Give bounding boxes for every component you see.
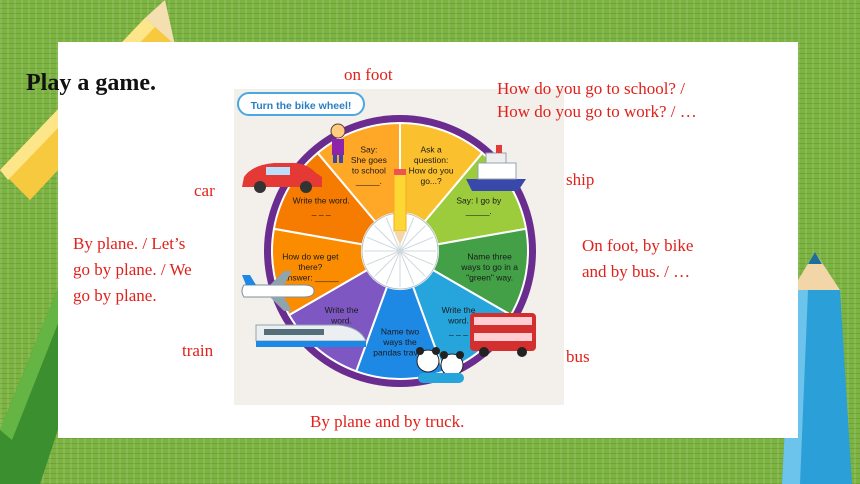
wheel-segment-line: _ _ _ (311, 206, 331, 216)
wheel-segment-line: word. (330, 316, 352, 326)
wheel-segment-text: Say: I go by_____. (456, 195, 502, 216)
wheel-segment-line: Write the (325, 305, 359, 315)
label-train: train (182, 341, 214, 360)
label-plane-2: go by plane. / We (73, 260, 192, 279)
label-plane-3: go by plane. (73, 286, 157, 305)
wheel-spoke (399, 250, 434, 266)
label-pandas: By plane and by truck. (310, 412, 465, 431)
wheel-spoke (374, 225, 401, 252)
wheel-segment-line: Ask a (420, 145, 442, 155)
wheel-segment-line: Say: (360, 145, 377, 155)
wheel-spoke (399, 225, 426, 252)
page-title: Play a game. (26, 70, 156, 96)
wheel-segment-text: Write the word._ _ _ (293, 195, 350, 216)
wheel-spoke (385, 250, 401, 285)
wheel-segment-line: Write the (442, 305, 476, 315)
wheel-segment-line: She goes (351, 155, 387, 165)
wheel-segment-line: Say: I go by (456, 195, 502, 205)
plane-icon (241, 271, 315, 311)
wheel-segment-line: ways to go in a (460, 262, 518, 272)
wheel-spoke (366, 250, 401, 266)
wheel-segment-line: _____. (465, 206, 492, 216)
wheel-segment-line: How do you (409, 166, 454, 176)
wheel-segment-line: _____. (355, 176, 382, 186)
wheel-spoke (399, 217, 415, 252)
wheel-segment-line: Write the word. (293, 195, 350, 205)
label-question-1: How do you go to school? / (497, 79, 685, 98)
banner-pill (237, 92, 365, 116)
label-green-2: and by bus. / … (582, 262, 691, 281)
label-ship: ship (566, 170, 595, 189)
car-icon (242, 163, 322, 193)
wheel-segment-line: to school (352, 166, 386, 176)
wheel-segment-line: How do we get (282, 251, 339, 261)
wheel-segment-line: "green" way. (466, 272, 513, 282)
label-on-foot: on foot (344, 65, 393, 84)
wheel-segment-line: word. (447, 316, 469, 326)
wheel-segment-line: _ _ _ (448, 326, 468, 336)
wheel-spoke (399, 250, 415, 285)
label-plane-1: By plane. / Let’s (73, 234, 186, 253)
label-green-1: On foot, by bike (582, 236, 694, 255)
wheel-segment-line: ways the (382, 337, 417, 347)
wheel-segment-line: Answer: _____ (282, 272, 339, 282)
wheel-spoke (399, 250, 426, 277)
wheel-banner: Turn the bike wheel! (251, 100, 352, 112)
girl-icon (330, 123, 346, 163)
wheel-spoke (399, 236, 434, 252)
wheel-segment-line: Name three (467, 251, 512, 261)
pencil-pointer-icon (393, 169, 407, 245)
label-question-2: How do you go to work? / … (497, 102, 697, 121)
label-bus: bus (566, 347, 590, 366)
wheel-segment-line: go...? (420, 176, 442, 186)
bus-icon (470, 313, 536, 357)
wheel-segment-line: Name two (381, 327, 420, 337)
wheel-spoke (374, 250, 401, 277)
wheel-segment-line: question: (414, 155, 449, 165)
wheel-spoke (385, 217, 401, 252)
ship-icon (466, 145, 526, 191)
wheel-segment-line: there? (298, 262, 322, 272)
wheel-segment-line: pandas travel. (373, 348, 426, 358)
train-icon (255, 324, 367, 347)
wheel-spoke (366, 236, 401, 252)
label-car: car (194, 181, 215, 200)
panda-icon (416, 347, 464, 383)
